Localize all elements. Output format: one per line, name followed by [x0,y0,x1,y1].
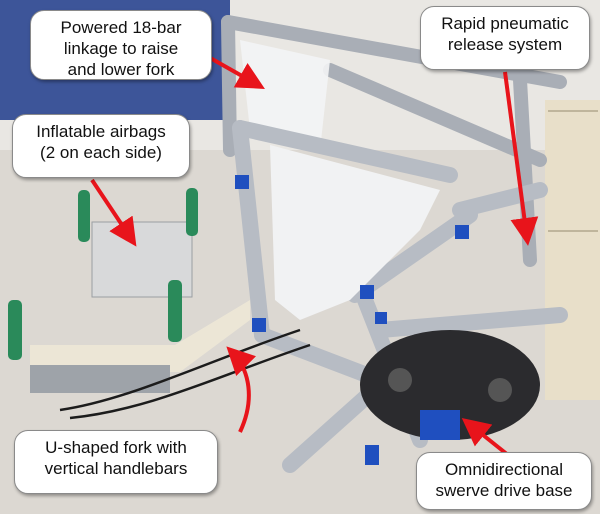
blue-brackets [235,175,469,465]
swerve-drive-base [360,330,540,440]
u-shaped-fork [8,188,250,393]
arrow-airbags [90,178,137,247]
cables [59,328,311,420]
callout-airbags: Inflatable airbags (2 on each side) [12,114,190,178]
callout-base: Omnidirectional swerve drive base [416,452,592,510]
handlebar-left [8,300,22,360]
cabinet [545,100,600,400]
fork-padding [30,300,250,372]
left-airbag [91,221,193,298]
callout-arrows [90,53,539,457]
handlebar-right [168,280,182,342]
callout-fork: U-shaped fork with vertical handlebars [14,430,218,494]
arrow-pneumatic [503,71,539,246]
arrow-linkage [204,53,265,89]
arrow-fork [226,346,257,433]
arrow-base [461,418,510,457]
front-airbag-sheet [270,145,440,320]
callout-pneumatic: Rapid pneumatic release system [420,6,590,70]
callout-linkage: Powered 18-bar linkage to raise and lowe… [30,10,212,80]
